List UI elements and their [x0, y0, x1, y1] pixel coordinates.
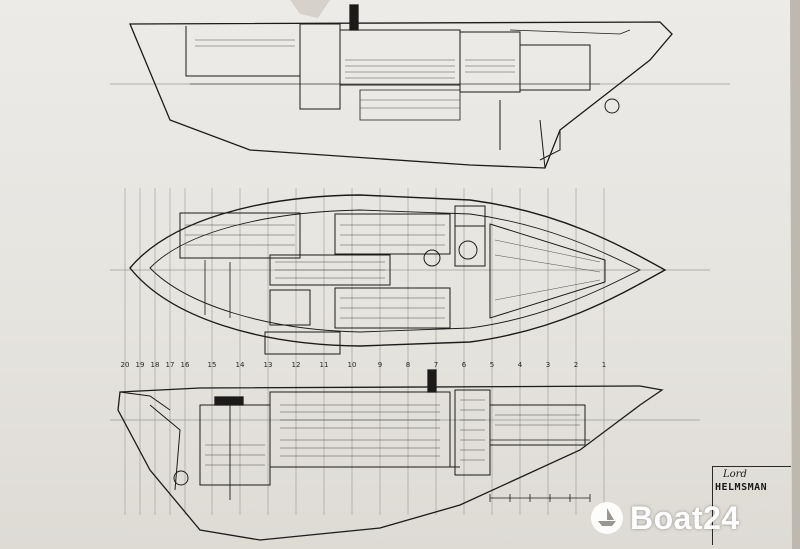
plan-view-middle	[129, 194, 667, 355]
watermark-text: Boat24	[630, 499, 740, 536]
station-label: 6	[461, 361, 467, 369]
station-label: 18	[150, 361, 160, 369]
station-label: 9	[377, 361, 383, 369]
station-label: 7	[433, 361, 439, 369]
profile-view-top	[129, 4, 673, 169]
station-label: 4	[517, 361, 523, 369]
paper-edge-right	[790, 0, 800, 549]
station-label: 11	[319, 361, 329, 369]
station-label: 3	[545, 361, 551, 369]
paper-tear	[290, 0, 330, 18]
title-block: Lord HELMSMAN	[712, 466, 791, 545]
station-label: 14	[235, 361, 245, 369]
station-label: 10	[347, 361, 357, 369]
station-label: 17	[165, 361, 175, 369]
station-label: 8	[405, 361, 411, 369]
station-label: 20	[120, 361, 130, 369]
profile-hatching-bottom	[205, 399, 580, 466]
station-label: 15	[207, 361, 217, 369]
plan-hatching	[185, 224, 601, 319]
station-label: 12	[291, 361, 301, 369]
profile-hatching-top	[195, 39, 515, 109]
brand-script-label: Lord	[723, 469, 747, 480]
boat24-watermark: Boat24	[590, 498, 740, 538]
scale-bar	[489, 494, 591, 502]
station-label: 19	[135, 361, 145, 369]
station-label: 2	[573, 361, 579, 369]
station-label: 5	[489, 361, 495, 369]
reference-lines	[110, 83, 730, 421]
profile-view-bottom	[117, 369, 664, 541]
station-lines	[124, 188, 605, 515]
brand-name-label: HELMSMAN	[715, 482, 768, 493]
station-label: 1	[601, 361, 607, 369]
boat24-logo-icon	[591, 502, 623, 534]
station-label: 16	[180, 361, 190, 369]
station-label: 13	[263, 361, 273, 369]
